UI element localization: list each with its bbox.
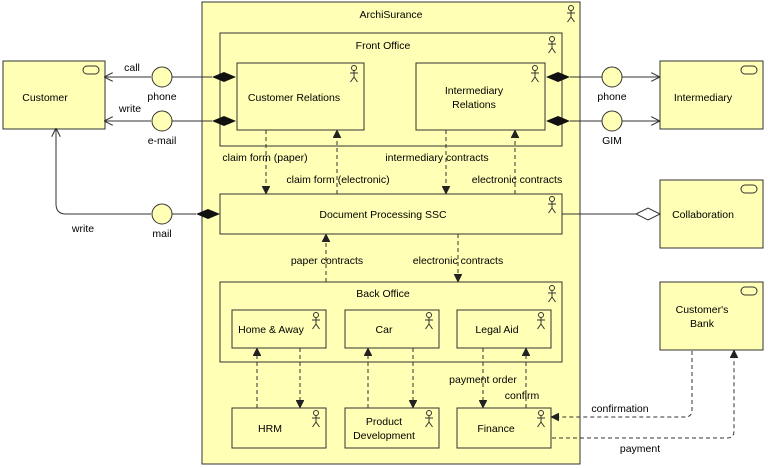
car-actor-icon — [425, 312, 433, 330]
claim-form-electronic-label: claim form (electronic) — [286, 174, 389, 186]
customer-relations-label: Customer Relations — [248, 92, 340, 104]
email-interface[interactable]: e-mail write — [105, 103, 236, 147]
car-label: Car — [376, 324, 393, 336]
document-processing-box[interactable]: Document Processing SSC — [219, 193, 563, 235]
finance-actor-icon — [537, 410, 545, 428]
confirmation-label: confirmation — [591, 403, 648, 415]
back-office-label: Back Office — [356, 288, 410, 300]
intermediary-label: Intermediary — [674, 92, 733, 104]
gim-label: GIM — [602, 135, 622, 147]
customer-box[interactable]: Customer — [2, 60, 106, 130]
flow-confirm[interactable]: confirm — [505, 349, 540, 408]
intermediary-relations-box[interactable]: Intermediary Relations — [415, 62, 546, 131]
flow-electronic-contracts-bottom[interactable]: electronic contracts — [413, 234, 503, 281]
home-away-box[interactable]: Home & Away — [231, 309, 327, 349]
write-email-label: write — [118, 103, 141, 115]
product-development-actor-icon — [425, 410, 433, 428]
flow-paper-contracts[interactable]: paper contracts — [291, 235, 363, 282]
composition-diamond — [212, 116, 236, 126]
phone-left-label: phone — [147, 91, 176, 103]
hrm-label: HRM — [258, 423, 282, 435]
mail-interface[interactable]: mail write — [56, 129, 220, 240]
product-development-label-line1: Product — [366, 416, 402, 428]
intermediary-box[interactable]: Intermediary — [659, 60, 764, 130]
finance-box[interactable]: Finance — [456, 407, 552, 449]
mail-label: mail — [152, 228, 171, 240]
email-label: e-mail — [148, 135, 177, 147]
customer-relations-box[interactable]: Customer Relations — [236, 62, 365, 131]
legal-aid-actor-icon — [537, 312, 545, 330]
customers-bank-box[interactable]: Customer's Bank — [659, 281, 764, 351]
collaboration-box[interactable]: Collaboration — [659, 179, 764, 249]
customer-label: Customer — [22, 92, 68, 104]
front-office-actor-icon — [548, 36, 556, 54]
confirm-label: confirm — [505, 390, 540, 402]
electronic-contracts-top-label: electronic contracts — [472, 174, 562, 186]
intermediary-contracts-label: intermediary contracts — [385, 152, 488, 164]
product-development-box[interactable]: Product Development — [344, 407, 440, 449]
flow-payment-order[interactable]: payment order — [449, 348, 517, 407]
archisurance-actor-icon — [567, 5, 575, 23]
call-label: call — [124, 62, 140, 74]
phone-interface-right[interactable]: phone — [546, 66, 659, 103]
customers-bank-label-line2: Bank — [690, 318, 715, 330]
flow-intermediary-contracts[interactable]: intermediary contracts — [385, 130, 489, 193]
customers-bank-label-line1: Customer's — [676, 304, 729, 316]
flow-claim-form-paper[interactable]: claim form (paper) — [222, 130, 308, 193]
front-office-label: Front Office — [356, 40, 411, 52]
document-processing-label: Document Processing SSC — [319, 209, 447, 221]
electronic-contracts-bottom-label: electronic contracts — [413, 255, 503, 267]
flow-payment[interactable]: payment — [552, 351, 734, 455]
intermediary-relations-label-line1: Intermediary — [445, 85, 504, 97]
document-processing-actor-icon — [548, 196, 556, 214]
customers-bank-role-icon — [740, 286, 758, 296]
collaboration-aggregation[interactable] — [562, 207, 662, 221]
payment-label: payment — [620, 443, 660, 455]
paper-contracts-label: paper contracts — [291, 255, 363, 267]
hrm-actor-icon — [312, 410, 320, 428]
payment-order-label: payment order — [449, 374, 517, 386]
home-away-label: Home & Away — [238, 324, 305, 336]
composition-diamond — [196, 209, 220, 219]
car-box[interactable]: Car — [344, 309, 440, 349]
legal-aid-box[interactable]: Legal Aid — [456, 309, 552, 349]
intermediary-relations-label-line2: Relations — [452, 99, 496, 111]
collaboration-role-icon — [740, 184, 758, 194]
customer-role-icon — [82, 65, 100, 75]
flow-electronic-contracts-top[interactable]: electronic contracts — [472, 131, 562, 194]
finance-label: Finance — [477, 423, 515, 435]
archisurance-title: ArchiSurance — [359, 9, 422, 21]
product-development-label-line2: Development — [353, 430, 415, 442]
intermediary-relations-actor-icon — [531, 65, 539, 83]
hrm-box[interactable]: HRM — [231, 407, 327, 449]
phone-right-label: phone — [597, 91, 626, 103]
collaboration-label: Collaboration — [672, 209, 734, 221]
legal-aid-label: Legal Aid — [475, 324, 518, 336]
home-away-actor-icon — [312, 312, 320, 330]
phone-interface-left[interactable]: phone call — [105, 62, 236, 103]
flow-confirmation[interactable]: confirmation — [552, 351, 693, 417]
claim-form-paper-label: claim form (paper) — [222, 152, 307, 164]
composition-diamond — [546, 72, 570, 82]
back-office-actor-icon — [548, 285, 556, 303]
flow-claim-form-electronic[interactable]: claim form (electronic) — [286, 131, 390, 194]
composition-diamond — [546, 116, 570, 126]
customer-relations-actor-icon — [350, 65, 358, 83]
intermediary-role-icon — [740, 65, 758, 75]
aggregation-diamond — [634, 207, 662, 221]
gim-interface[interactable]: GIM — [546, 110, 659, 147]
write-mail-label: write — [71, 223, 94, 235]
composition-diamond — [212, 72, 236, 82]
